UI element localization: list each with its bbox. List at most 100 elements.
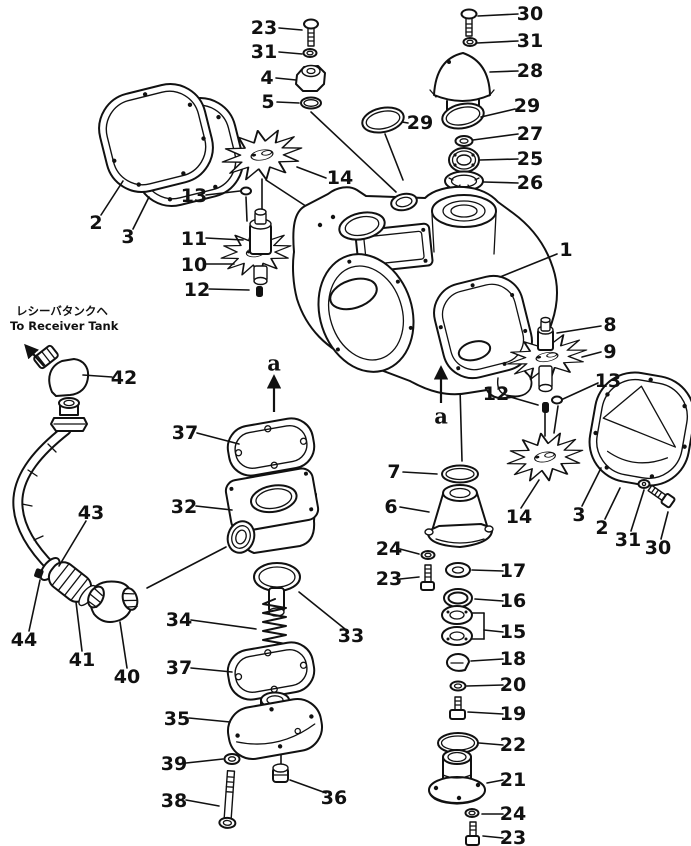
callout-38: 38: [161, 790, 187, 812]
note-japanese: レシーバタンクヘ: [16, 304, 108, 318]
elbow-part-42: [33, 344, 90, 397]
shaft-part-8: [537, 316, 554, 393]
leader-line: [483, 629, 504, 633]
leader-line: [28, 579, 41, 632]
leader-line: [556, 325, 602, 334]
callout-15: 15: [500, 621, 526, 643]
leader-line: [132, 196, 150, 230]
leader-line: [506, 395, 539, 406]
pin-part-12-right: [542, 402, 549, 413]
callout-14: 14: [327, 167, 353, 189]
callout-18: 18: [500, 648, 526, 670]
leader-line: [100, 180, 124, 216]
callout-24: 24: [500, 803, 526, 825]
callout-1: 1: [559, 239, 572, 261]
leader-line: [208, 288, 250, 291]
callout-5: 5: [261, 91, 274, 113]
leader-line: [399, 576, 420, 580]
leader-line: [399, 548, 420, 555]
nut-part-39: [223, 753, 241, 765]
callout-39: 39: [161, 753, 187, 775]
leader-line: [482, 835, 504, 839]
callout-31: 31: [615, 529, 641, 551]
pin-ring-part-13-left: [240, 186, 252, 196]
callout-13: 13: [181, 185, 207, 207]
cover-part-2: [98, 83, 214, 193]
leader-line: [470, 658, 504, 662]
hose-fitting-top: [50, 397, 88, 432]
callout-7: 7: [387, 461, 400, 483]
leader-line: [276, 101, 300, 104]
callout-36: 36: [321, 787, 347, 809]
plug-part-4: [295, 64, 326, 92]
section-marker-a: a: [267, 351, 281, 376]
leader-line: [195, 505, 233, 511]
hub-part-21: [428, 749, 486, 805]
washer-part-31-right: [637, 479, 651, 489]
o-ring-part-29-left: [361, 106, 405, 134]
leader-line: [474, 598, 504, 602]
bolt-part-23-mid: [420, 564, 435, 591]
leader-line: [479, 158, 519, 161]
leader-line: [402, 471, 438, 475]
seal-part-16: [443, 588, 473, 608]
callout-34: 34: [166, 609, 192, 631]
callout-40: 40: [114, 666, 140, 688]
bolt-part-30-right: [647, 484, 676, 509]
nut-part-24-mid: [420, 550, 436, 560]
callout-22: 22: [500, 734, 526, 756]
callout-28: 28: [517, 60, 543, 82]
callout-33: 33: [338, 625, 364, 647]
leader-line: [562, 382, 599, 400]
callout-30: 30: [517, 3, 543, 25]
callout-44: 44: [11, 629, 37, 651]
callout-24: 24: [376, 538, 402, 560]
leader-line: [478, 742, 504, 746]
nut-part-27: [454, 135, 474, 147]
leader-line: [190, 619, 257, 630]
clamp-part-44: [34, 568, 44, 579]
leader-line: [58, 520, 87, 567]
leader-line: [205, 237, 244, 241]
callout-6: 6: [384, 496, 397, 518]
leader-line: [278, 51, 303, 55]
leader-line: [278, 27, 303, 31]
note-arrow: [24, 343, 45, 367]
valve-housing-part-32: [224, 467, 320, 554]
callout-12: 12: [483, 383, 509, 405]
valve-part-33: [253, 562, 301, 617]
callout-19: 19: [500, 703, 526, 725]
leader-line: [660, 511, 669, 540]
leader-line: [581, 467, 602, 507]
nut-part-31-topright: [462, 37, 478, 47]
main-housing-part-1: [292, 185, 558, 400]
leader-line: [604, 487, 621, 520]
elbow-part-40: [87, 580, 139, 623]
callout-2: 2: [89, 212, 102, 234]
leader-line: [119, 621, 128, 669]
bolt-part-23-top: [303, 18, 319, 47]
leader-line: [486, 779, 504, 784]
callout-10: 10: [181, 254, 207, 276]
bolt-part-23-bottom: [465, 821, 480, 846]
pin-part-12-left: [256, 286, 263, 297]
plate-part-35: [227, 691, 323, 760]
callout-37: 37: [172, 422, 198, 444]
leader-line: [399, 506, 430, 513]
stud-part-38: [218, 770, 237, 829]
leader-line: [489, 70, 519, 73]
nut-part-24-bottom: [464, 808, 480, 818]
bolt-part-19: [449, 696, 466, 720]
callout-25: 25: [517, 148, 543, 170]
leader-line: [483, 181, 519, 184]
callout-9: 9: [603, 341, 616, 363]
cam-part-18: [446, 652, 470, 672]
leader-line: [196, 432, 240, 445]
callout-23: 23: [376, 568, 402, 590]
leader-line: [205, 190, 241, 196]
callout-13: 13: [595, 370, 621, 392]
leader-line: [472, 133, 519, 141]
callout-20: 20: [500, 674, 526, 696]
